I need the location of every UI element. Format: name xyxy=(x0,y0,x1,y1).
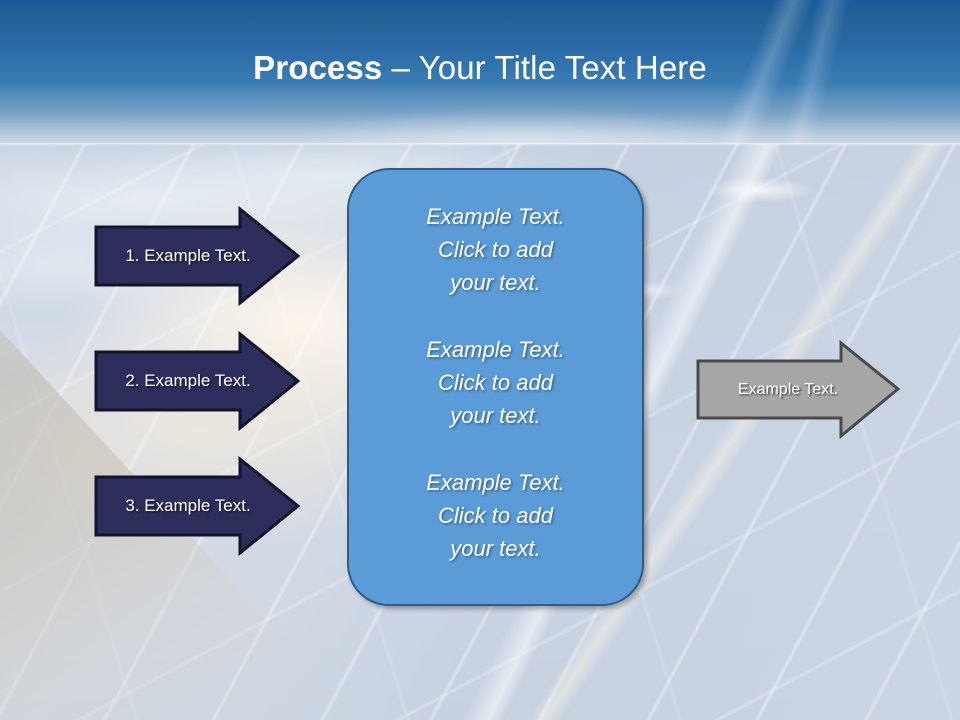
panel-text-block-3-line-3: your text. xyxy=(450,536,541,561)
step-arrow-1-label: 1. Example Text. xyxy=(125,246,251,265)
panel-text-block-1-line-3: your text. xyxy=(450,270,541,295)
panel-text-block-3: Example Text. Click to add your text. xyxy=(349,466,642,565)
right-arrow-icon xyxy=(696,340,900,439)
center-content-panel[interactable]: Example Text. Click to add your text. Ex… xyxy=(347,168,644,606)
panel-text-block-3-line-2: Click to add xyxy=(438,503,553,528)
step-arrow-3-label: 3. Example Text. xyxy=(125,496,251,515)
panel-text-block-1: Example Text. Click to add your text. xyxy=(349,200,642,299)
panel-text-block-2: Example Text. Click to add your text. xyxy=(349,333,642,432)
page-title-bold: Process xyxy=(253,49,383,86)
title-band xyxy=(0,0,960,144)
right-arrow-icon xyxy=(94,331,300,431)
right-arrow-icon xyxy=(94,456,300,556)
step-arrow-2[interactable]: 2. Example Text. xyxy=(94,331,300,431)
right-arrow-icon xyxy=(94,206,300,306)
result-arrow[interactable]: Example Text. xyxy=(696,340,900,439)
page-title: Process – Your Title Text Here xyxy=(0,47,960,89)
panel-text-block-1-line-2: Click to add xyxy=(438,237,553,262)
step-arrow-2-label: 2. Example Text. xyxy=(125,371,251,390)
panel-text-block-1-line-1: Example Text. xyxy=(426,204,565,229)
page-title-rest: – Your Title Text Here xyxy=(382,49,707,86)
panel-text-block-2-line-1: Example Text. xyxy=(426,337,565,362)
result-arrow-label: Example Text. xyxy=(737,380,839,398)
panel-text-block-2-line-3: your text. xyxy=(450,403,541,428)
step-arrow-1[interactable]: 1. Example Text. xyxy=(94,206,300,306)
step-arrow-3[interactable]: 3. Example Text. xyxy=(94,456,300,556)
panel-text-block-3-line-1: Example Text. xyxy=(426,470,565,495)
panel-text-block-2-line-2: Click to add xyxy=(438,370,553,395)
